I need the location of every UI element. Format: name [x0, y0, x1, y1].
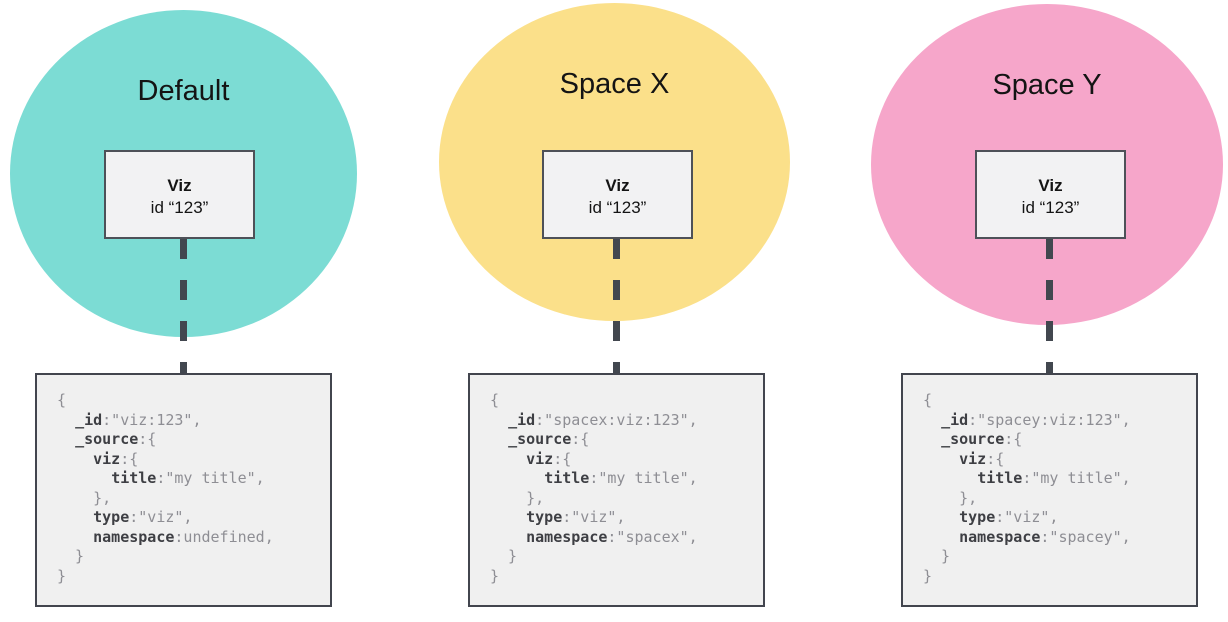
- code-line: namespace:undefined,: [93, 527, 274, 546]
- code-line: type:"viz",: [526, 508, 626, 526]
- code-line: },: [57, 488, 112, 507]
- viz-node-title: Viz: [167, 176, 192, 195]
- viz-node-id: id “123”: [150, 198, 209, 217]
- viz-node-id: id “123”: [588, 198, 647, 217]
- space-title-space-y: Space Y: [992, 69, 1102, 101]
- connector-dashed-line-space-x: [613, 239, 620, 373]
- code-line: _id:"viz:123",: [75, 410, 202, 429]
- viz-node-default: Viz id “123”: [104, 150, 255, 239]
- code-line: type:"viz",: [959, 508, 1059, 526]
- code-line: title:"my title",: [977, 469, 1131, 487]
- code-line: {: [923, 391, 933, 409]
- code-line: namespace:"spacey",: [959, 527, 1131, 546]
- code-line: viz:{: [526, 449, 572, 468]
- code-line: {: [57, 391, 67, 409]
- code-line: viz:{: [93, 449, 139, 468]
- code-block-space-y: { _id:"spacey:viz:123", _source:{ viz:{ …: [901, 373, 1198, 607]
- viz-node-space-y: Viz id “123”: [975, 150, 1126, 239]
- code-line: }: [57, 547, 85, 565]
- viz-node-space-x: Viz id “123”: [542, 150, 693, 239]
- code-line: _id:"spacey:viz:123",: [941, 410, 1131, 429]
- code-line: _source:{: [75, 430, 157, 448]
- code-line: _source:{: [941, 430, 1023, 448]
- code-block-default: { _id:"viz:123", _source:{ viz:{ title:"…: [35, 373, 332, 607]
- code-block-space-x: { _id:"spacex:viz:123", _source:{ viz:{ …: [468, 373, 765, 607]
- code-line: _source:{: [508, 430, 590, 448]
- code-line: },: [490, 488, 545, 507]
- code-line: }: [490, 566, 500, 585]
- viz-node-title: Viz: [1038, 176, 1063, 195]
- code-line: title:"my title",: [544, 469, 698, 487]
- code-line: }: [490, 547, 518, 565]
- code-line: {: [490, 391, 500, 409]
- code-line: },: [923, 488, 978, 507]
- code-line: namespace:"spacex",: [526, 527, 698, 546]
- space-title-default: Default: [137, 75, 230, 107]
- code-line: _id:"spacex:viz:123",: [508, 410, 698, 429]
- code-line: }: [923, 566, 933, 585]
- code-line: type:"viz",: [93, 508, 193, 526]
- connector-dashed-line-default: [180, 239, 187, 373]
- code-line: viz:{: [959, 449, 1005, 468]
- viz-node-title: Viz: [605, 176, 630, 195]
- code-line: }: [57, 566, 67, 585]
- space-title-space-x: Space X: [559, 68, 670, 100]
- code-line: }: [923, 547, 951, 565]
- code-line: title:"my title",: [111, 469, 265, 487]
- viz-node-id: id “123”: [1021, 198, 1080, 217]
- connector-dashed-line-space-y: [1046, 239, 1053, 373]
